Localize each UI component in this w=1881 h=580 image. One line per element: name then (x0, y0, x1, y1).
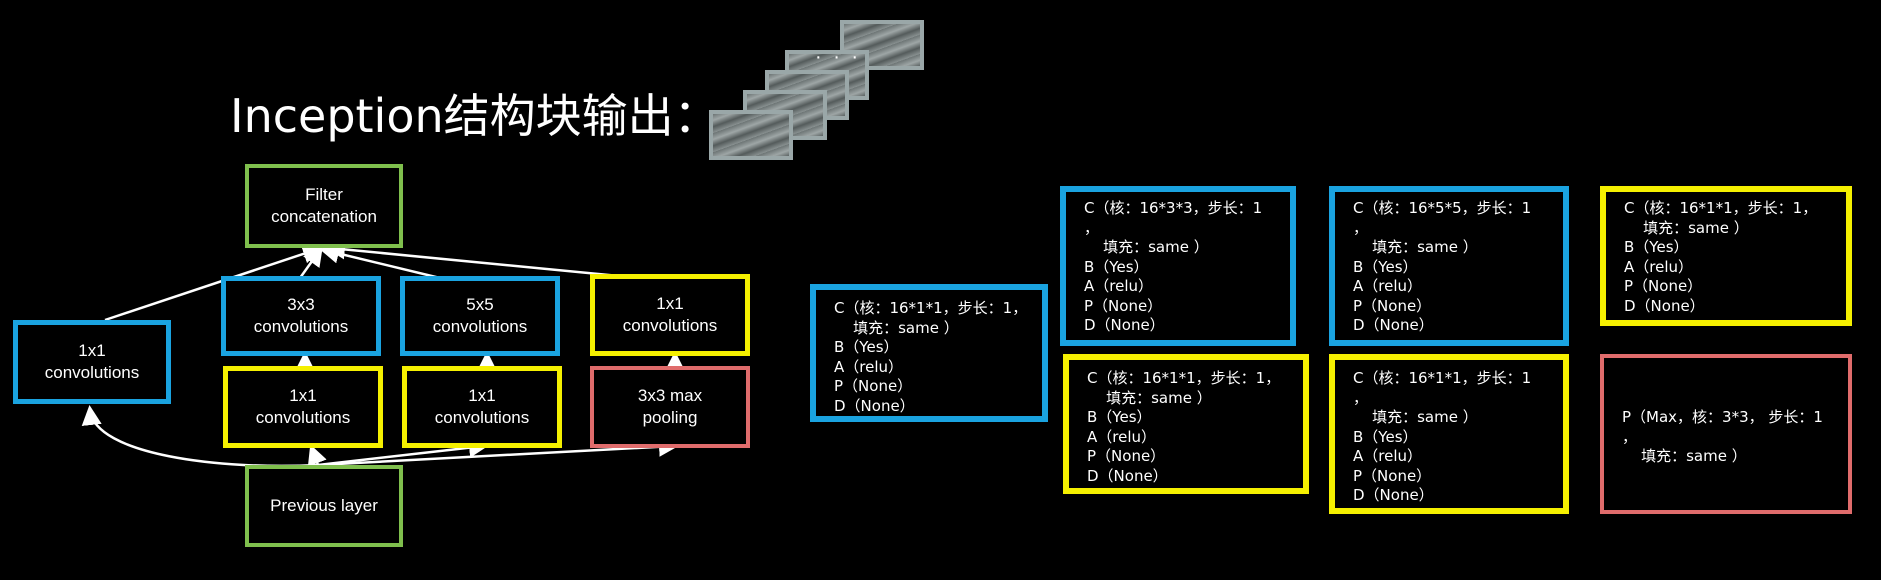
spec-line: B（Yes） (1087, 408, 1152, 426)
spec-line: A（relu） (1353, 277, 1423, 295)
conv-1x1-left-label: 1x1 convolutions (44, 341, 140, 382)
conv-1x1-left-node: 1x1 convolutions (13, 320, 171, 404)
spec-line: 填充：same ） (1622, 447, 1747, 465)
spec-line: A（relu） (1087, 427, 1157, 446)
feature-map-frame (709, 110, 793, 160)
arrow-3x3-to-concat (298, 245, 323, 279)
filter-concatenation-node: Filter concatenation (245, 164, 403, 248)
spec-line: P（None） (1353, 296, 1432, 315)
spec-line: D（None） (1624, 296, 1705, 315)
conv-1x1-under-3x3-node: 1x1 convolutions (223, 366, 383, 448)
spec-line: D（None） (1353, 486, 1434, 504)
arrow-right-to-concat (325, 239, 641, 280)
spec-line: P（None） (1084, 296, 1163, 315)
spec-line: 填充：same ） (1087, 388, 1212, 407)
arrow-prev-to-1x1-a (307, 444, 327, 467)
conv-1x1-right-node: 1x1 convolutions (590, 274, 750, 356)
conv-3x3-node: 3x3 convolutions (221, 276, 381, 356)
spec-line: ， (1622, 427, 1638, 446)
spec-line: P（None） (1087, 447, 1166, 465)
layer-spec-box-bottom-3: P（Max，核：3*3， 步长：1 ， 填充：same ） (1600, 354, 1852, 514)
layer-spec-box-top-2: C（核：16*5*5，步长：1 ， 填充：same ） B（Yes） A（rel… (1329, 186, 1569, 346)
spec-line: C（核：16*1*1，步长：1 (1353, 369, 1532, 387)
filter-concatenation-label: Filter concatenation (271, 185, 377, 226)
spec-line: A（relu） (1353, 447, 1423, 465)
layer-spec-box-top-1: C（核：16*3*3，步长：1 ， 填充：same ） B（Yes） A（rel… (1060, 186, 1296, 346)
spec-line: B（Yes） (1353, 427, 1418, 446)
spec-line: D（None） (1087, 466, 1168, 485)
spec-line: C（核：16*3*3，步长：1 (1084, 199, 1263, 217)
spec-line: ， (1353, 388, 1369, 407)
layer-spec-box-top-3: C（核：16*1*1，步长：1， 填充：same ） B（Yes） A（relu… (1600, 186, 1852, 326)
previous-layer-label: Previous layer (270, 496, 378, 515)
spec-line: ， (1353, 218, 1369, 237)
spec-line: 填充：same ） (1353, 238, 1478, 256)
arrow-prev-to-1x1-b (317, 437, 489, 467)
spec-line: C（核：16*5*5，步长：1 (1353, 199, 1532, 217)
spec-line: B（Yes） (1084, 257, 1149, 276)
spec-line: C（核：16*1*1，步长：1， (1624, 199, 1818, 217)
spec-line: A（relu） (1084, 277, 1154, 295)
spec-line: C（核：16*1*1，步长：1， (834, 299, 1028, 317)
spec-line: D（None） (1084, 316, 1165, 334)
spec-line: ， (1084, 218, 1100, 237)
arrow-left-to-concat (104, 244, 323, 322)
conv-1x1-under-5x5-node: 1x1 convolutions (402, 366, 562, 448)
arrow-prev-to-pool (317, 436, 679, 467)
layer-spec-box-bottom-2: C（核：16*1*1，步长：1 ， 填充：same ） B（Yes） A（rel… (1329, 354, 1569, 514)
feature-map-stack: · · · (705, 18, 935, 160)
spec-line: D（None） (834, 396, 915, 415)
layer-spec-box-left: C（核：16*1*1，步长：1， 填充：same ） B（Yes） A（relu… (810, 284, 1048, 422)
spec-line: 填充：same ） (1624, 218, 1749, 237)
layer-spec-box-bottom-1: C（核：16*1*1，步长：1， 填充：same ） B（Yes） A（relu… (1063, 354, 1309, 494)
conv-5x5-label: 5x5 convolutions (432, 295, 528, 336)
page-title: Inception结构块输出： (230, 89, 720, 143)
spec-line: B（Yes） (1624, 238, 1689, 256)
spec-line: 填充：same ） (1084, 238, 1209, 256)
spec-line: B（Yes） (834, 338, 899, 356)
ellipsis: · · · (815, 46, 862, 68)
spec-line: P（None） (1624, 277, 1703, 295)
max-pooling-node: 3x3 max pooling (590, 366, 750, 448)
spec-line: 填充：same ） (834, 318, 959, 337)
conv-1x1-right-label: 1x1 convolutions (622, 294, 718, 335)
max-pooling-label: 3x3 max pooling (637, 386, 703, 427)
previous-layer-node: Previous layer (245, 465, 403, 547)
spec-line: D（None） (1353, 316, 1434, 334)
spec-line: P（Max，核：3*3， 步长：1 (1622, 408, 1823, 426)
spec-line: P（None） (834, 377, 913, 395)
conv-5x5-node: 5x5 convolutions (400, 276, 560, 356)
conv-1x1-under-5x5-label: 1x1 convolutions (434, 386, 530, 427)
spec-line: 填充：same ） (1353, 408, 1478, 426)
spec-line: A（relu） (1624, 257, 1694, 276)
spec-line: A（relu） (834, 357, 904, 376)
conv-1x1-under-3x3-label: 1x1 convolutions (255, 386, 351, 427)
spec-line: P（None） (1353, 466, 1432, 485)
spec-line: C（核：16*1*1，步长：1， (1087, 369, 1281, 387)
spec-line: B（Yes） (1353, 257, 1418, 276)
conv-3x3-label: 3x3 convolutions (253, 295, 349, 336)
